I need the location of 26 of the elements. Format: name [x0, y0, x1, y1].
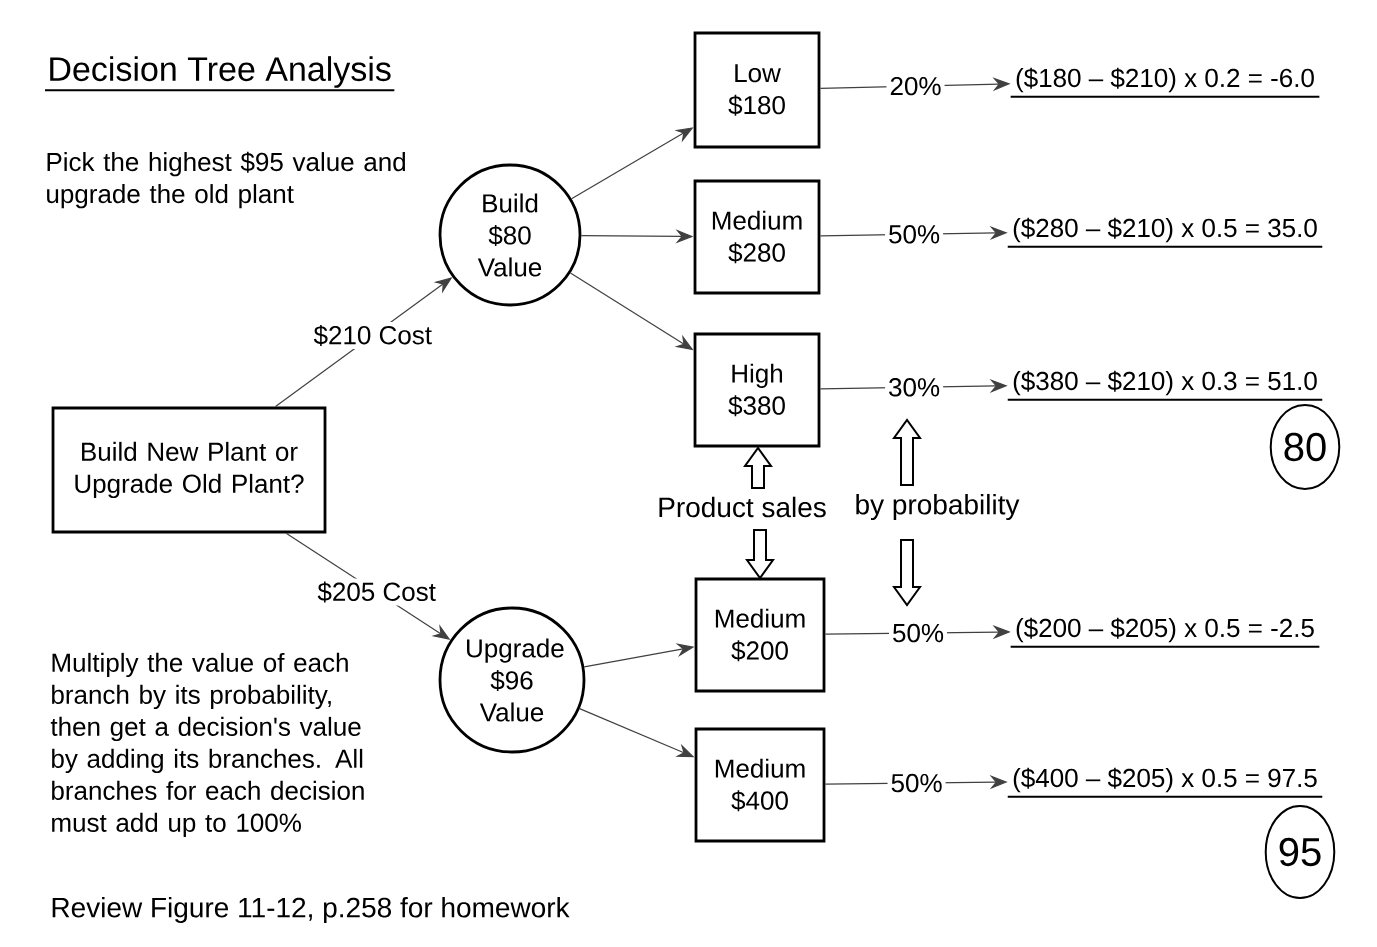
- payoff-formula: ($280 – $210) x 0.5 = 35.0: [1006, 217, 1324, 248]
- decision-box: Medium $400: [694, 727, 826, 843]
- payoff-formula: ($380 – $210) x 0.3 = 51.0: [1006, 370, 1324, 401]
- note-text: Multiply the value of each branch by its probability, then get a decision's value by adding its branches. All branches for each decision must add up to 100%: [50, 652, 364, 838]
- decision-box: Low $180: [693, 31, 821, 149]
- decision-box: Build New Plant or Upgrade Old Plant?: [51, 406, 327, 534]
- decision-box: Medium $200: [694, 577, 826, 693]
- payoff-formula: ($400 – $205) x 0.5 = 97.5: [1006, 767, 1324, 798]
- circled-value: 80: [1269, 404, 1341, 490]
- payoff-formula: ($180 – $210) x 0.2 = -6.0: [1009, 67, 1321, 98]
- circled-value: 95: [1264, 805, 1336, 899]
- title: Decision Tree Analysis: [44, 56, 396, 92]
- decision-box: High $380: [693, 332, 821, 448]
- footer-text: Review Figure 11-12, p.258 for homework: [52, 896, 570, 924]
- edge-label: 50%: [889, 620, 948, 646]
- payoff-formula: ($200 – $205) x 0.5 = -2.5: [1009, 617, 1321, 648]
- axis-caption: by probability: [856, 493, 1020, 521]
- axis-caption: Product sales: [659, 496, 826, 518]
- edge-label: 30%: [885, 375, 944, 400]
- edge-label: $205 Cost: [314, 578, 439, 606]
- note-text: Pick the highest $95 value and upgrade the old plant: [47, 151, 405, 209]
- edge-label: 20%: [886, 73, 945, 99]
- edge-label: $210 Cost: [310, 321, 436, 349]
- edge-label: 50%: [887, 770, 946, 796]
- decision-box: Medium $280: [693, 179, 821, 295]
- edge-label: 50%: [885, 222, 944, 247]
